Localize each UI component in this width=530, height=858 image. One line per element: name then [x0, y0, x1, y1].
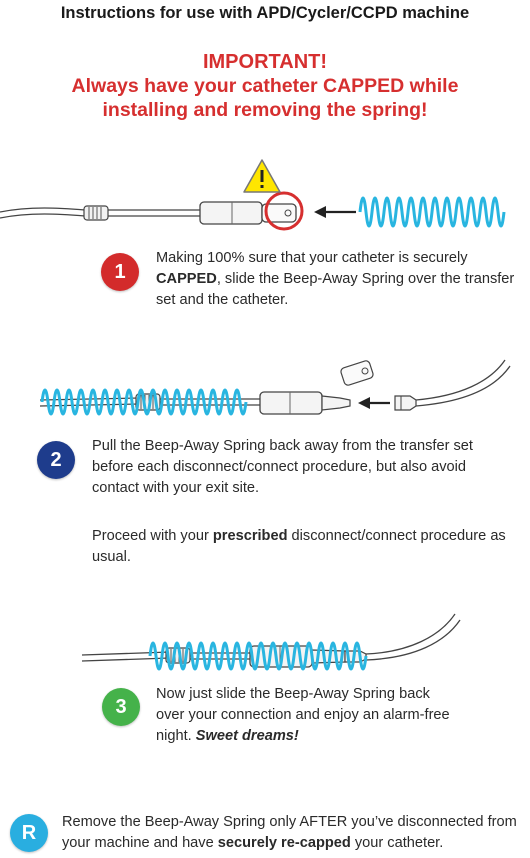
warning-line-1: Always have your catheter CAPPED while [71, 75, 459, 97]
illustration-step-3 [81, 613, 461, 671]
highlight-circle-icon [264, 191, 304, 231]
spring-coil-icon [358, 196, 506, 228]
important-warning: IMPORTANT! Always have your catheter CAP… [0, 50, 530, 122]
step-r-text: Remove the Beep-Away Spring only AFTER y… [62, 814, 517, 851]
warning-line-2: installing and removing the spring! [102, 99, 428, 121]
arrow-left-icon [314, 206, 356, 218]
step-1-text: Making 100% sure that your catheter is s… [156, 250, 515, 308]
step-2-badge: 2 [37, 441, 75, 479]
page-title: Instructions for use with APD/Cycler/CCP… [60, 4, 470, 22]
warning-triangle-icon [243, 159, 281, 193]
step-3-text: Now just slide the Beep-Away Spring back… [156, 686, 450, 744]
illustration-step-2 [39, 359, 511, 416]
warning-heading: IMPORTANT! [202, 51, 328, 73]
step-2-text: Pull the Beep-Away Spring back away from… [92, 438, 473, 496]
illustration-step-1 [0, 159, 506, 231]
step-1-badge: 1 [101, 253, 139, 291]
step-2-procedure-text: Proceed with your prescribed disconnect/… [92, 528, 506, 565]
step-r-badge: R [10, 814, 48, 852]
step-3-badge: 3 [102, 688, 140, 726]
